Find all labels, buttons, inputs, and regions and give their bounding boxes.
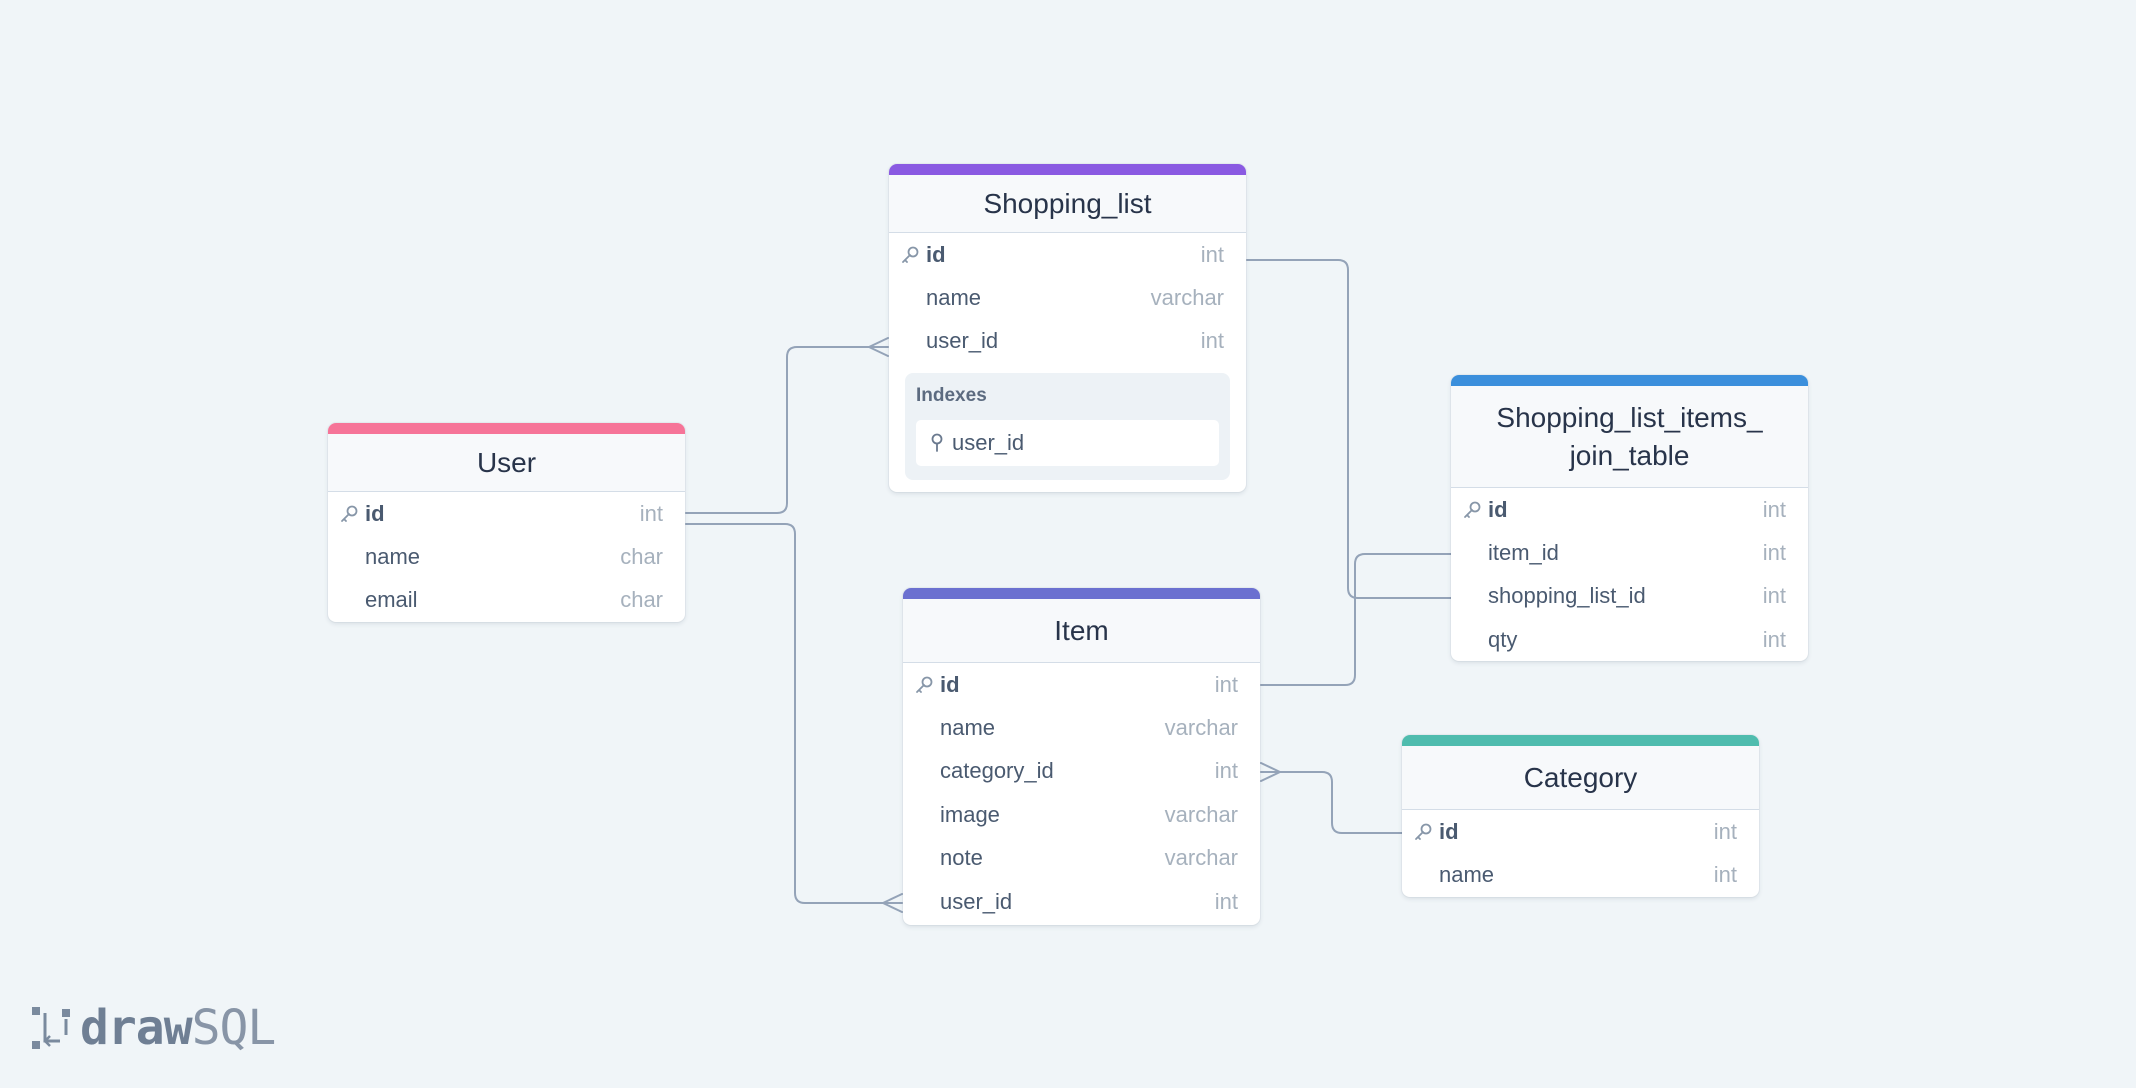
column-name: shopping_list_id: [1488, 583, 1646, 609]
table-category-color-bar: [1402, 735, 1759, 746]
column-row-user-id[interactable]: user_id int: [903, 879, 1260, 925]
column-row-image[interactable]: image varchar: [903, 793, 1260, 836]
column-name: name: [940, 714, 996, 740]
primary-key-icon: [1415, 823, 1432, 840]
column-type: int: [1762, 626, 1786, 652]
table-title: User: [476, 446, 537, 478]
index-name: user_id: [952, 429, 1025, 455]
column-type: int: [1214, 889, 1238, 915]
table-user[interactable]: User id int name char email char: [328, 423, 685, 622]
drawsql-logo-icon: [32, 1007, 70, 1049]
primary-key-icon: [902, 246, 919, 263]
column-type: int: [1762, 539, 1786, 565]
column-row-user-id[interactable]: user_id int: [889, 320, 1246, 363]
index-icon: [931, 433, 943, 452]
column-name: id: [940, 671, 960, 697]
indexes-panel: Indexes user_id: [905, 372, 1230, 480]
column-row-id[interactable]: id int: [903, 663, 1260, 706]
column-row-shopping-list-id[interactable]: shopping_list_id int: [1451, 575, 1808, 618]
table-shopping-list[interactable]: Shopping_list id int name varchar user_i…: [889, 164, 1246, 492]
index-item[interactable]: user_id: [916, 419, 1219, 466]
column-row-name[interactable]: name int: [1402, 853, 1759, 896]
table-item-color-bar: [903, 588, 1260, 599]
crowfoot-item-user-id: [882, 893, 903, 913]
column-type: int: [1762, 496, 1786, 522]
column-type: varchar: [1164, 801, 1238, 827]
column-name: image: [940, 801, 1000, 827]
column-row-id[interactable]: id int: [1451, 488, 1808, 531]
column-row-note[interactable]: note varchar: [903, 836, 1260, 879]
table-item[interactable]: Item id int name varchar category_id int…: [903, 588, 1260, 926]
table-title: Shopping_list: [983, 187, 1152, 219]
relation-user-shopping-list: [685, 346, 889, 514]
column-name: email: [365, 587, 418, 613]
column-name: name: [365, 543, 421, 569]
table-user-header[interactable]: User: [328, 434, 685, 492]
primary-key-icon: [916, 676, 933, 693]
crowfoot-item-category-id: [1260, 762, 1281, 782]
column-type: varchar: [1164, 714, 1238, 740]
relation-category-item: [1260, 771, 1403, 834]
column-name: name: [1439, 861, 1495, 887]
table-join-header[interactable]: Shopping_list_items_ join_table: [1451, 386, 1808, 488]
column-name: id: [1488, 496, 1508, 522]
column-name: id: [365, 500, 385, 526]
column-name: user_id: [940, 889, 1013, 915]
column-type: char: [620, 587, 663, 613]
column-name: qty: [1488, 626, 1518, 652]
column-row-email[interactable]: email char: [328, 579, 685, 622]
column-row-id[interactable]: id int: [889, 233, 1246, 276]
logo-word-draw: draw: [80, 1000, 193, 1056]
column-type: int: [1713, 861, 1737, 887]
table-title-line-2: join_table: [1569, 439, 1690, 471]
column-row-name[interactable]: name varchar: [889, 276, 1246, 319]
table-shopping-list-header[interactable]: Shopping_list: [889, 175, 1246, 233]
logo-word-sql: SQL: [191, 1000, 277, 1056]
column-type: int: [1214, 671, 1238, 697]
column-type: int: [1713, 818, 1737, 844]
primary-key-icon: [341, 505, 358, 522]
primary-key-icon: [1464, 501, 1481, 518]
column-row-name[interactable]: name varchar: [903, 706, 1260, 749]
column-name: name: [926, 284, 982, 310]
column-type: int: [1200, 241, 1224, 267]
column-type: int: [1762, 583, 1786, 609]
table-user-color-bar: [328, 423, 685, 434]
column-type: int: [1200, 328, 1224, 354]
column-name: user_id: [926, 328, 999, 354]
relation-user-item: [685, 523, 903, 904]
table-title-line-1: Shopping_list_items_: [1496, 401, 1763, 433]
column-name: note: [940, 844, 983, 870]
column-name: id: [1439, 818, 1459, 844]
column-row-name[interactable]: name char: [328, 535, 685, 578]
table-category-header[interactable]: Category: [1402, 746, 1759, 810]
column-row-qty[interactable]: qty int: [1451, 618, 1808, 661]
column-row-id[interactable]: id int: [1402, 810, 1759, 853]
column-type: varchar: [1164, 844, 1238, 870]
column-name: id: [926, 241, 946, 267]
crowfoot-shopping-list-user-id: [868, 337, 889, 357]
column-row-item-id[interactable]: item_id int: [1451, 531, 1808, 574]
column-row-id[interactable]: id int: [328, 492, 685, 535]
column-type: int: [1214, 758, 1238, 784]
relation-item-join: [1260, 553, 1452, 686]
column-type: varchar: [1150, 284, 1224, 310]
column-type: int: [639, 500, 663, 526]
relation-shopping-list-join: [1246, 259, 1452, 599]
column-name: category_id: [940, 758, 1054, 784]
table-title: Category: [1523, 761, 1638, 793]
indexes-title: Indexes: [916, 384, 987, 406]
table-category[interactable]: Category id int name int: [1402, 735, 1759, 897]
table-title: Item: [1054, 614, 1109, 646]
column-type: char: [620, 543, 663, 569]
table-join-color-bar: [1451, 375, 1808, 386]
table-item-header[interactable]: Item: [903, 599, 1260, 663]
column-row-category-id[interactable]: category_id int: [903, 750, 1260, 793]
column-name: item_id: [1488, 539, 1559, 565]
table-shopping-list-items-join-table[interactable]: Shopping_list_items_ join_table id int i…: [1451, 375, 1808, 662]
table-shopping-list-color-bar: [889, 164, 1246, 175]
